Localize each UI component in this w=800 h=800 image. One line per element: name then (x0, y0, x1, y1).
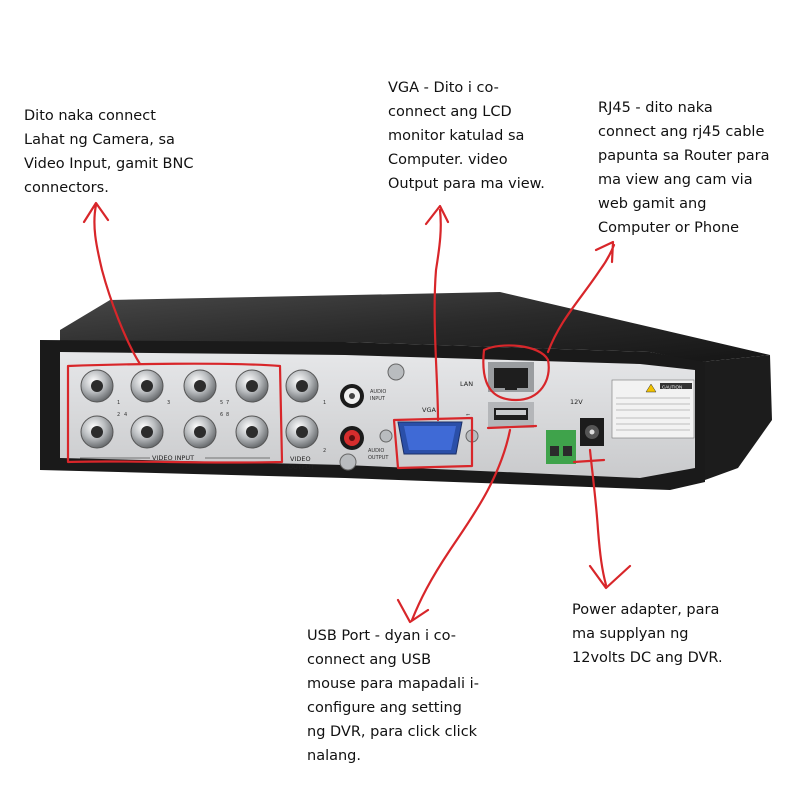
video-input-arrow (82, 201, 142, 366)
bnc-connector (130, 415, 164, 449)
video-output-label-1: VIDEO (290, 455, 311, 463)
bnc-number: 5 (220, 400, 223, 406)
vga-arrow (424, 204, 450, 422)
audio-output-label-2: OUTPUT (368, 455, 389, 461)
video-input-annotation: Dito naka connect Lahat ng Camera, sa Vi… (24, 108, 194, 196)
video-input-highlight (66, 362, 284, 464)
screw (387, 363, 405, 381)
vga-highlight (392, 416, 474, 470)
usb-port (488, 402, 534, 428)
output-number: 1 (323, 400, 326, 406)
video-output-label-2: OUTPUT (288, 463, 315, 471)
power-annotation: Power adapter, para ma supplyan ng 12vol… (572, 602, 723, 666)
vga-annotation: VGA - Dito i co- connect ang LCD monitor… (388, 80, 545, 192)
power-arrow (588, 448, 632, 590)
bnc-number: 7 (226, 400, 229, 406)
usb-highlight (486, 424, 538, 430)
bnc-number: 1 (117, 400, 120, 406)
rj45-arrow (546, 240, 616, 354)
audio-input-jack (340, 384, 364, 408)
bnc-connector (80, 415, 114, 449)
usb-symbol-icon: ⭠ (466, 412, 470, 418)
bnc-connector (235, 369, 269, 403)
audio-input-label-2: INPUT (370, 396, 386, 402)
vga-port (397, 421, 463, 455)
lan-label: LAN (460, 380, 473, 388)
audio-output-jack (340, 426, 364, 450)
chassis-side (700, 355, 772, 480)
usb-annotation: USB Port - dyan i co- connect ang USB mo… (307, 628, 479, 764)
warning-triangle-icon (645, 383, 657, 393)
dc-power-jack (580, 418, 604, 446)
caution-text: CAUTION (662, 385, 682, 390)
bnc-connector (80, 369, 114, 403)
vga-label: VGA (422, 406, 436, 414)
terminal-block (546, 430, 576, 464)
back-panel (60, 352, 695, 478)
bnc-number: 8 (226, 412, 229, 418)
output-number: 2 (323, 448, 326, 454)
bnc-connector (183, 415, 217, 449)
audio-output-label-1: AUDIO (368, 448, 384, 454)
video-input-connectors (80, 369, 269, 449)
bnc-connector (130, 369, 164, 403)
bnc-number: 6 (220, 412, 223, 418)
bnc-connector (285, 369, 319, 403)
bnc-connector (285, 415, 319, 449)
rj45-annotation: RJ45 - dito naka connect ang rj45 cable … (598, 100, 770, 236)
annotation-marks (66, 201, 632, 624)
power-label: 12V (570, 398, 583, 406)
lan-highlight (482, 344, 550, 402)
bnc-connector (235, 415, 269, 449)
usb-arrow (396, 428, 512, 624)
video-output-connectors (285, 369, 319, 449)
screw (379, 429, 393, 443)
video-input-label: VIDEO INPUT (152, 454, 194, 462)
bnc-connector (183, 369, 217, 403)
bnc-number: 2 (117, 412, 120, 418)
bnc-number: 4 (124, 412, 127, 418)
chassis-top (60, 292, 770, 362)
power-highlight (572, 458, 606, 464)
caution-label (611, 379, 695, 439)
screw (339, 453, 357, 471)
rj45-port (488, 362, 534, 392)
bnc-number: 3 (167, 400, 170, 406)
audio-input-label-1: AUDIO (370, 389, 386, 395)
